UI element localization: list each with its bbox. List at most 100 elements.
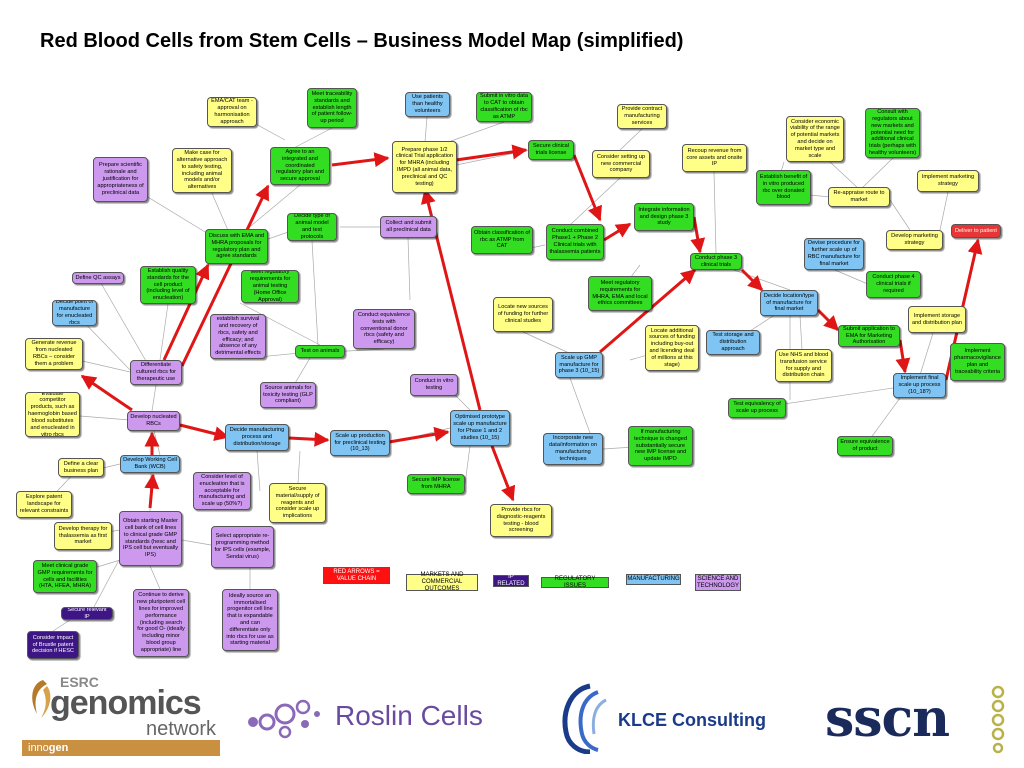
connector-line xyxy=(97,277,151,369)
node-use-patients-not-volunteers: Use patients than healthy volunteers xyxy=(405,92,450,117)
esrc-swirl-icon xyxy=(32,680,51,718)
node-explore-patent-landscape: Explore patent landscape for relevant co… xyxy=(16,491,72,518)
connector-line xyxy=(713,171,717,254)
node-meet-traceability-standards: Meet traceability standards and establis… xyxy=(307,88,357,128)
node-meet-clinical-grade-gmp: Meet clinical grade GMP requirements for… xyxy=(33,560,97,593)
legend-red-arrows: RED ARROWS = VALUE CHAIN xyxy=(323,567,390,584)
connector-line xyxy=(153,430,161,456)
node-integrate-design-phase-3: Integrate information and design phase 3… xyxy=(634,203,694,231)
node-test-equivalency-scale-up: Test equivalency of scale up process xyxy=(728,398,786,418)
node-test-on-animals: Test on animals xyxy=(295,345,345,358)
node-consult-regulators-new-markets: Consult with regulators about new market… xyxy=(865,108,920,158)
roslin-circles-icon xyxy=(248,699,320,739)
node-provide-contract-manufacturing: Provide contract manufacturing services xyxy=(617,104,667,129)
node-implement-pharmacovigilance: Implement pharmacovigilance plan and tra… xyxy=(950,343,1005,381)
roslin-cells-logo: Roslin Cells xyxy=(245,692,515,742)
node-recoup-revenue: Recoup revenue from core assets and onsi… xyxy=(682,144,747,172)
node-develop-nucleated-rbcs: Develop nucleated RBCs xyxy=(127,411,180,431)
connector-line xyxy=(733,269,791,291)
value-chain-arrow xyxy=(162,263,210,361)
connector-line xyxy=(149,565,161,590)
connector-line xyxy=(809,194,831,198)
connector-line xyxy=(619,128,643,151)
node-secure-clinical-trials-license: Secure clinical trials license xyxy=(528,140,574,160)
connector-line xyxy=(102,463,121,469)
node-decide-manufacturing-process: Decide manufacturing process and distrib… xyxy=(225,424,289,451)
node-consider-enucleation-level: Consider level of enucleation that is ac… xyxy=(193,472,251,510)
node-establish-benefit-rbc: Establish benefit of in vitro produced r… xyxy=(756,170,811,205)
legend-regulatory: REGULATORY ISSUES xyxy=(541,576,609,589)
sscn-logo: sscn xyxy=(825,682,1015,754)
legend-markets: MARKETS AND COMMERCIAL OUTCOMES xyxy=(406,572,478,592)
node-implement-marketing-strategy: Implement marketing strategy xyxy=(917,170,979,192)
value-chain-arrow xyxy=(572,154,602,222)
node-conduct-phase-1-2-trials: Conduct combined Phase1 + Phase 2 Clinic… xyxy=(546,224,604,260)
node-conduct-equivalence-tests: Conduct equivalence tests with conventio… xyxy=(353,309,415,349)
node-discuss-ema-mhra: Discuss with EMA and MHRA proposals for … xyxy=(205,229,268,264)
value-chain-arrow xyxy=(288,431,330,447)
sscn-beads-icon xyxy=(991,685,1005,754)
node-decide-point-of-manufacture: Decide point of manufacture for enucleat… xyxy=(52,300,97,326)
node-secure-reagents-supply: Secure material/supply of reagents and c… xyxy=(269,483,326,523)
node-incorporate-new-manufacturing-data: Incorporate new data/information on manu… xyxy=(543,433,603,465)
value-chain-arrow xyxy=(180,184,270,367)
node-select-reprogramming-method: Select appropriate re-programming method… xyxy=(211,526,274,568)
connector-line xyxy=(859,157,894,191)
node-make-case-safety-testing: Make case for alternative approach to sa… xyxy=(172,148,232,193)
value-chain-arrow xyxy=(603,222,632,242)
klce-swoosh-icon xyxy=(562,683,607,754)
connector-line xyxy=(829,161,861,191)
value-chain-arrow xyxy=(80,374,133,412)
value-chain-arrow xyxy=(331,152,390,168)
value-chain-arrow xyxy=(144,473,160,509)
connector-line xyxy=(464,445,471,485)
page-title: Red Blood Cells from Stem Cells – Busine… xyxy=(40,30,684,52)
node-reappraise-route-to-market: Re-appraise route to market xyxy=(828,187,890,207)
connector-line xyxy=(939,191,949,231)
innogen-label-b: gen xyxy=(48,742,69,754)
klce-label: KLCE Consulting xyxy=(618,710,766,730)
node-secure-relevant-ip: Secure relevant IP xyxy=(61,607,113,620)
node-consider-brustle-patent: Consider impact of Brustle patent decisi… xyxy=(27,631,79,659)
connector-line xyxy=(834,269,871,286)
node-consider-economic-viability: Consider economic viability of the range… xyxy=(786,116,844,162)
node-decide-location-final-manufacture: Decide location/type of manufacture for … xyxy=(760,290,818,316)
node-prepare-scientific-rationale: Prepare scientific rationale and justifi… xyxy=(93,157,148,202)
sscn-label: sscn xyxy=(825,688,950,749)
node-new-imp-license-if-changed: If manufacturing technique is changed su… xyxy=(628,426,693,466)
connector-line xyxy=(297,450,301,484)
value-chain-arrow xyxy=(599,268,697,354)
klce-logo: KLCE Consulting xyxy=(560,682,770,754)
roslin-label: Roslin Cells xyxy=(335,700,483,731)
connector-line xyxy=(159,303,169,361)
node-decide-animal-model: Decide type of animal model and test pro… xyxy=(287,213,337,241)
connector-line xyxy=(289,127,333,151)
legend-ip-related: IP RELATED xyxy=(493,574,529,587)
legend-manufacturing: MANUFACTURING xyxy=(626,574,681,585)
node-devise-scale-up-procedure: Devise procedure for further scale up of… xyxy=(804,238,864,270)
connector-layer xyxy=(43,110,983,632)
node-ensure-equivalence: Ensure equivalence of product xyxy=(837,436,893,456)
node-deliver-to-patient: Deliver to patient xyxy=(951,224,1001,238)
connector-line xyxy=(239,302,321,346)
node-ema-cat-team-approval: EMA/CAT team - approval on harmonisation… xyxy=(207,97,257,127)
logo-strip: ESRC genomics network innogen Roslin Cel… xyxy=(0,668,1024,768)
node-define-business-plan: Define a clear business plan xyxy=(58,458,104,477)
value-chain-arrow xyxy=(490,445,516,502)
innogen-label: innogen xyxy=(28,741,68,755)
node-provide-rbcs-diagnostic: Provide rbcs for diagnostic-reagents tes… xyxy=(490,504,552,537)
node-consider-new-company: Consider setting up new commercial compa… xyxy=(592,150,650,178)
network-label: network xyxy=(146,718,217,740)
node-obtain-master-cell-bank: Obtain starting Master cell bank of cell… xyxy=(119,511,182,566)
node-meet-animal-testing-requirements: Meet regulatory requirements for animal … xyxy=(241,270,299,303)
connector-line xyxy=(569,377,591,434)
value-chain-arrow xyxy=(388,426,450,444)
innogen-bar xyxy=(22,740,220,756)
connector-line xyxy=(311,240,319,346)
esrc-label: ESRC xyxy=(60,674,99,690)
node-prepare-phase-1-2-application: Prepare phase 1/2 clinical Trial applica… xyxy=(392,141,457,193)
node-evaluate-competitor-products: Evaluate competitor products, such as ha… xyxy=(25,392,80,437)
node-secure-imp-license: Secure IMP license from MHRA xyxy=(407,474,465,494)
connector-line xyxy=(407,237,411,301)
node-develop-marketing-strategy: Develop marketing strategy xyxy=(886,230,943,250)
